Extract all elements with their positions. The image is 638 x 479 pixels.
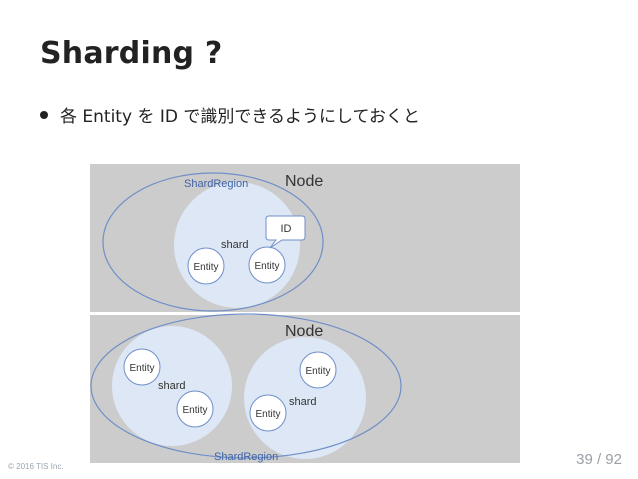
node-top-label: Node — [285, 173, 323, 190]
footer-copyright: © 2016 TIS Inc. — [8, 462, 64, 471]
page-number: 39 / 92 — [576, 451, 622, 468]
id-callout-bubble — [265, 215, 306, 249]
shard-region-top-label: ShardRegion — [184, 178, 248, 190]
slide-title: Sharding ? — [40, 36, 223, 71]
bottom-right-entity-upper-circle — [299, 351, 337, 389]
bullet-item: 各 Entity を ID で識別できるようにしておくと — [40, 102, 420, 127]
top-entity-right-label: Entity — [254, 261, 279, 272]
node-bottom-label: Node — [285, 323, 323, 340]
bottom-left-entity-lower-label: Entity — [182, 405, 207, 416]
top-entity-left-label: Entity — [193, 262, 218, 273]
bottom-right-shard-label: shard — [289, 396, 317, 408]
bottom-right-entity-upper-label: Entity — [305, 366, 330, 377]
bottom-left-shard-label: shard — [158, 380, 186, 392]
bullet-text: 各 Entity を ID で識別できるようにしておくと — [60, 107, 420, 127]
top-entity-left-circle — [187, 247, 225, 285]
bottom-left-entity-upper-circle — [123, 348, 161, 386]
bottom-left-entity-lower-circle — [176, 390, 214, 428]
top-entity-right-circle — [248, 246, 286, 284]
id-callout-label: ID — [281, 223, 292, 235]
shard-region-bottom-label: ShardRegion — [214, 451, 278, 463]
shard-region-top — [102, 172, 324, 312]
shard-region-bottom — [90, 313, 402, 459]
bullet-dot-icon — [40, 111, 48, 119]
bottom-right-entity-lower-circle — [249, 394, 287, 432]
top-shard-label: shard — [221, 239, 249, 251]
bottom-right-entity-lower-label: Entity — [255, 409, 280, 420]
bottom-left-entity-upper-label: Entity — [129, 363, 154, 374]
